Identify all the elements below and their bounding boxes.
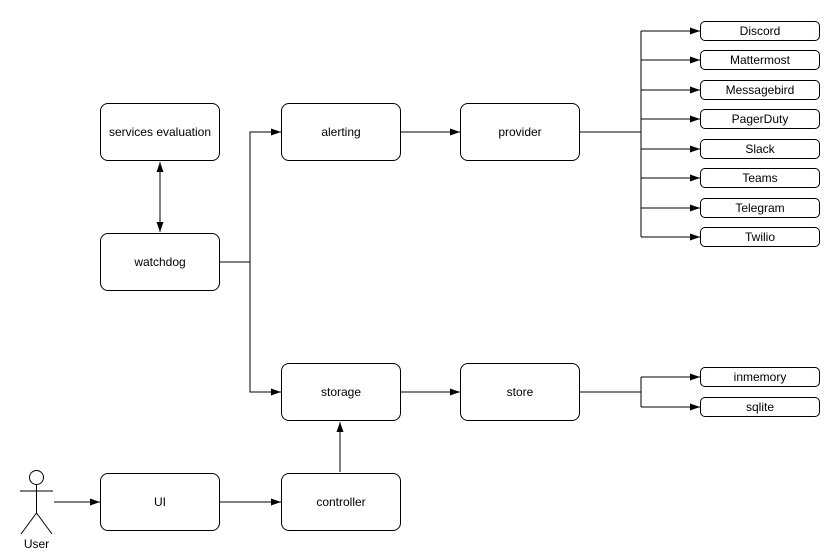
user-actor-figure [20, 470, 53, 535]
node-provider-telegram: Telegram [700, 198, 820, 218]
node-watchdog: watchdog [100, 233, 220, 291]
node-store-sqlite: sqlite [700, 397, 820, 417]
node-controller: controller [281, 473, 401, 531]
node-store: store [460, 363, 580, 421]
node-provider-slack: Slack [700, 139, 820, 159]
node-provider: provider [460, 103, 580, 161]
node-storage: storage [281, 363, 401, 421]
node-provider-pagerduty: PagerDuty [700, 109, 820, 129]
node-ui: UI [100, 473, 220, 531]
actor-head [29, 470, 44, 485]
actor-leg-right [36, 512, 53, 535]
user-actor-label: User [23, 537, 50, 551]
edge-watchdog-storage [249, 262, 281, 396]
node-provider-mattermost: Mattermost [700, 50, 820, 70]
edge-watchdog-alerting [249, 128, 281, 262]
node-store-inmemory: inmemory [700, 367, 820, 387]
node-provider-teams: Teams [700, 168, 820, 188]
node-provider-discord: Discord [700, 21, 820, 41]
actor-leg-left [20, 512, 37, 535]
node-services-evaluation: services evaluation [100, 103, 220, 161]
node-provider-messagebird: Messagebird [700, 80, 820, 100]
node-alerting: alerting [281, 103, 401, 161]
node-provider-twilio: Twilio [700, 227, 820, 247]
